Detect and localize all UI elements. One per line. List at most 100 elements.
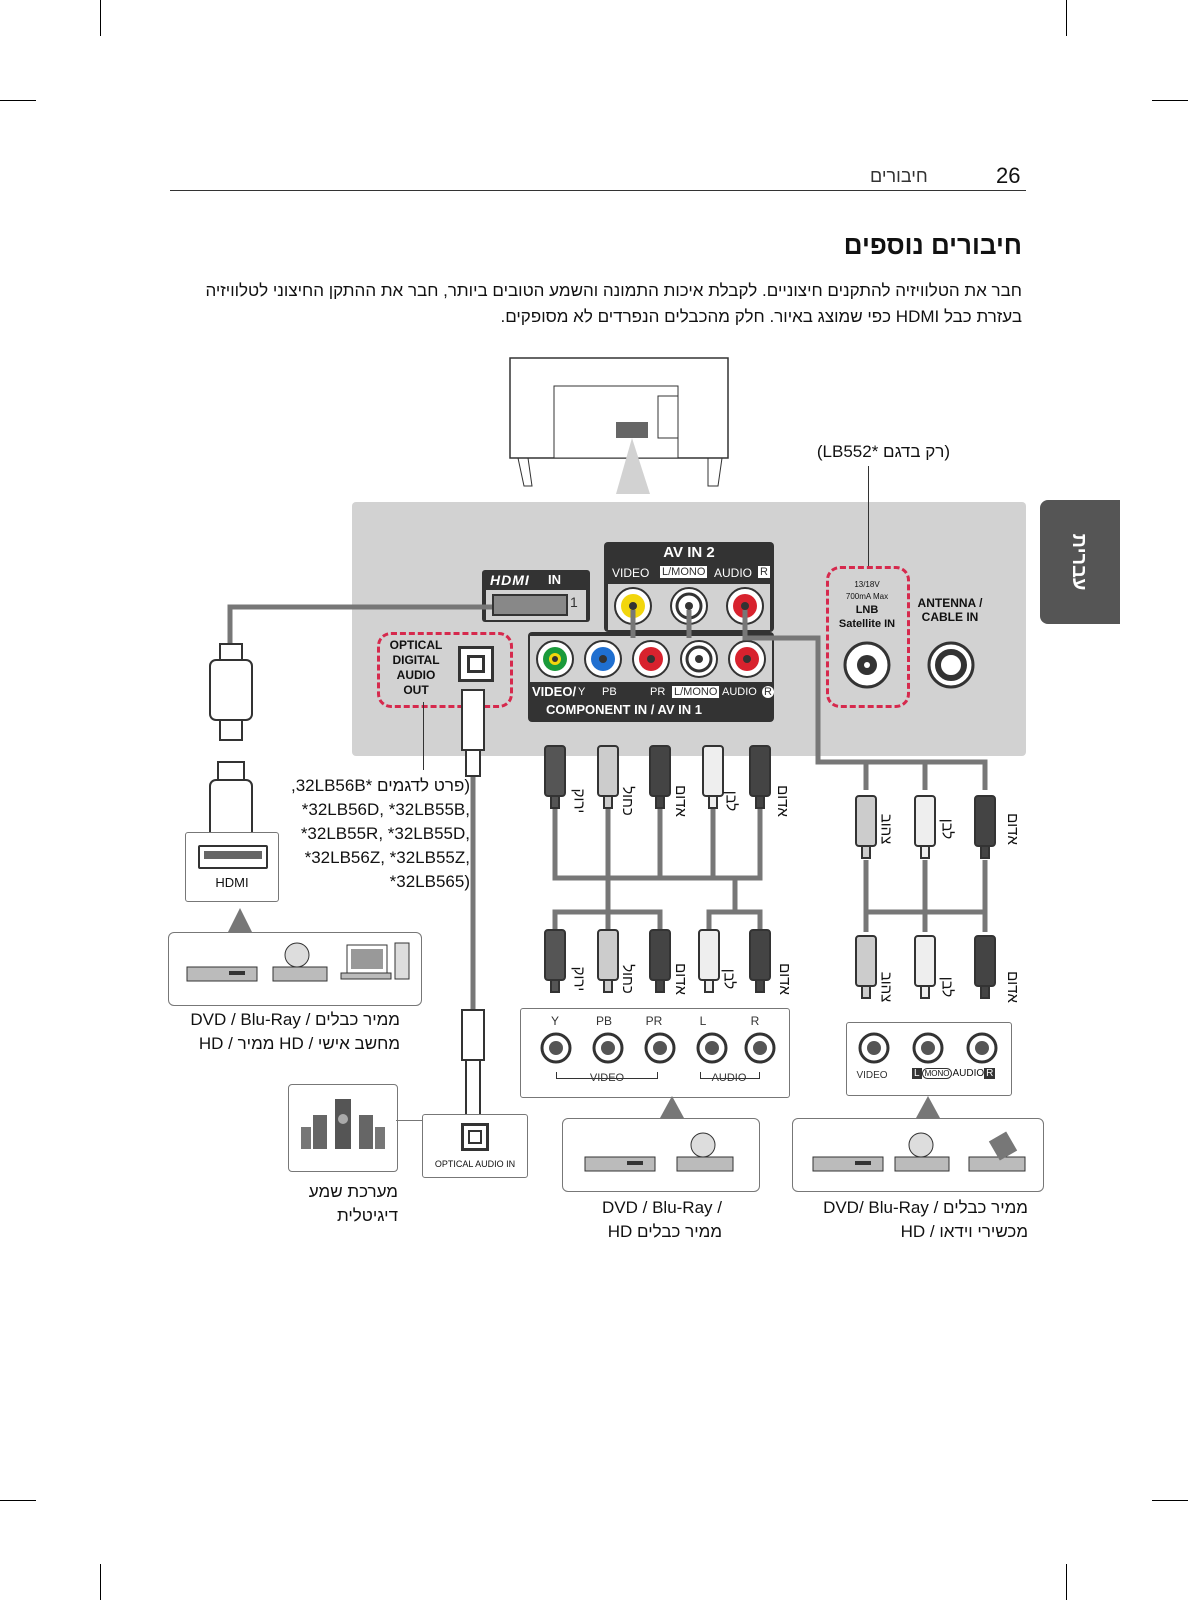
cable-label-white: לבן: [938, 818, 956, 840]
cable-label-red: אדום: [671, 785, 689, 817]
audio-system-pointer: [396, 1120, 422, 1121]
component-audio-label: AUDIO: [722, 686, 757, 698]
hdmi-port-number: 1: [570, 594, 578, 610]
hdmi-in-port[interactable]: HDMI IN 1: [482, 570, 590, 622]
component-pr-label: PR: [650, 686, 666, 698]
rca-plug: [914, 795, 936, 859]
av-in2-title: AV IN 2: [663, 544, 715, 561]
lnb-satellite-in-port[interactable]: [842, 640, 892, 690]
language-tab: עברית: [1040, 500, 1120, 624]
lnb-power-label: 13/18V: [854, 580, 880, 589]
av-device-jacks: [858, 1032, 998, 1064]
rca-plug: [698, 929, 720, 993]
cable-label-red: אדום: [1003, 971, 1021, 1003]
hdmi-devices-pointer: [228, 908, 252, 932]
rca-plug: [974, 935, 996, 999]
speaker-system-illustration: [301, 1099, 385, 1149]
rca-plug: [974, 795, 996, 859]
component-pb-label: PB: [602, 686, 617, 698]
hdmi-logo: HDMI: [490, 572, 530, 588]
rca-plug: [749, 745, 771, 809]
antenna-label: ANTENNA /: [917, 596, 983, 610]
rca-plug: [749, 929, 771, 993]
crop-mark: [1152, 100, 1188, 101]
rca-plug: [702, 745, 724, 809]
av-devices-caption: DVD/ Blu-Ray / ממיר כבלים HD / מכשירי וי…: [823, 1198, 1028, 1241]
crop-mark: [100, 0, 101, 36]
hdmi-port-label: HDMI: [215, 875, 249, 890]
component-devices-pointer: [660, 1096, 684, 1118]
audio-system-caption: מערכת שמע דיגיטלית: [308, 1182, 398, 1225]
component-bracket: [556, 1072, 658, 1079]
intro-paragraph: חבר את הטלוויזיה להתקנים חיצוניים. לקבלת…: [205, 281, 1022, 326]
crop-mark: [1152, 1500, 1188, 1501]
lnb-highlight: [826, 566, 910, 708]
av-devices-illustration: [812, 1131, 1026, 1172]
devices-illustration: [186, 942, 410, 982]
lnb-satellite-label: Satellite IN: [838, 618, 896, 630]
antenna-cable-in-port[interactable]: [926, 640, 976, 690]
crop-mark: [1066, 1564, 1067, 1600]
device-y-label: Y: [550, 1014, 559, 1028]
rca-plug: [914, 935, 936, 999]
cable-label-red: אדום: [773, 785, 791, 817]
component-devices-illustration: [584, 1132, 734, 1172]
cable-label-green: ירוק: [570, 788, 588, 814]
rca-plug: [855, 935, 877, 999]
crop-mark: [0, 1500, 36, 1501]
component-r-label: R: [762, 686, 774, 698]
component-device-jacks: [540, 1032, 776, 1064]
cable-label-yellow: צהוב: [877, 813, 895, 845]
model-note-leader: [868, 466, 869, 566]
crop-mark: [0, 100, 36, 101]
av-device-l-label: L: [912, 1068, 922, 1079]
cable-label-white: לבן: [720, 968, 738, 990]
cable-label-red: אדום: [671, 963, 689, 995]
cable-label-green: ירוק: [570, 966, 588, 992]
av-device-mono-label: MONO: [921, 1068, 953, 1079]
rca-plug: [649, 745, 671, 809]
header-rule: [170, 190, 1026, 191]
optical-in-label: OPTICAL AUDIO IN: [434, 1159, 516, 1169]
cable-label: CABLE IN: [921, 610, 979, 624]
optical-model-list: (פרט לדגמים *32LB56B, *32LB56D, *32LB55B…: [290, 776, 470, 891]
av-in2-jacks: [614, 587, 764, 625]
device-l-label: L: [699, 1014, 707, 1028]
cable-label-red: אדום: [1003, 813, 1021, 845]
hdmi-devices-box: [168, 932, 422, 1006]
component-jacks: [530, 636, 772, 682]
crop-mark: [1066, 0, 1067, 36]
rca-plug: [649, 929, 671, 993]
optical-audio-in-port: OPTICAL AUDIO IN: [422, 1114, 528, 1178]
device-r-label: R: [750, 1014, 760, 1028]
audio-system-box: [288, 1084, 398, 1172]
page-number: 26: [996, 163, 1021, 188]
tv-rear-illustration: [509, 357, 729, 494]
cable-label-white: לבן: [722, 790, 740, 812]
optical-model-leader: [423, 702, 424, 770]
av-in2-audio-label: AUDIO: [714, 566, 753, 580]
av-in2-lmono-label: L/MONO: [660, 566, 708, 578]
av-device-audio-label: AUDIO: [952, 1068, 985, 1079]
rca-plug: [544, 929, 566, 993]
section-label: חיבורים: [870, 166, 928, 186]
component-video-label: VIDEO/: [532, 684, 577, 699]
optical-label: OPTICAL DIGITAL AUDIO OUT: [389, 638, 443, 697]
optical-out-port[interactable]: [458, 646, 494, 682]
av-in2-r-label: R: [758, 566, 770, 578]
rca-plug: [597, 745, 619, 809]
hdmi-device-port: HDMI: [185, 832, 279, 902]
av-device-r-label: R: [984, 1068, 996, 1079]
cable-label-blue: כחול: [618, 786, 636, 816]
device-pb-label: PB: [595, 1014, 612, 1028]
av-devices-pointer: [916, 1096, 940, 1118]
component-devices-caption: DVD / Blu-Ray / ממיר כבלים HD: [602, 1198, 722, 1241]
component-y-label: Y: [578, 686, 586, 698]
av-device-video-label: VIDEO: [856, 1070, 888, 1081]
lnb-current-label: 700mA Max: [845, 592, 889, 601]
av-in2-video-label: VIDEO: [612, 566, 650, 580]
rca-plug: [597, 929, 619, 993]
cable-label-yellow: צהוב: [877, 971, 895, 1003]
